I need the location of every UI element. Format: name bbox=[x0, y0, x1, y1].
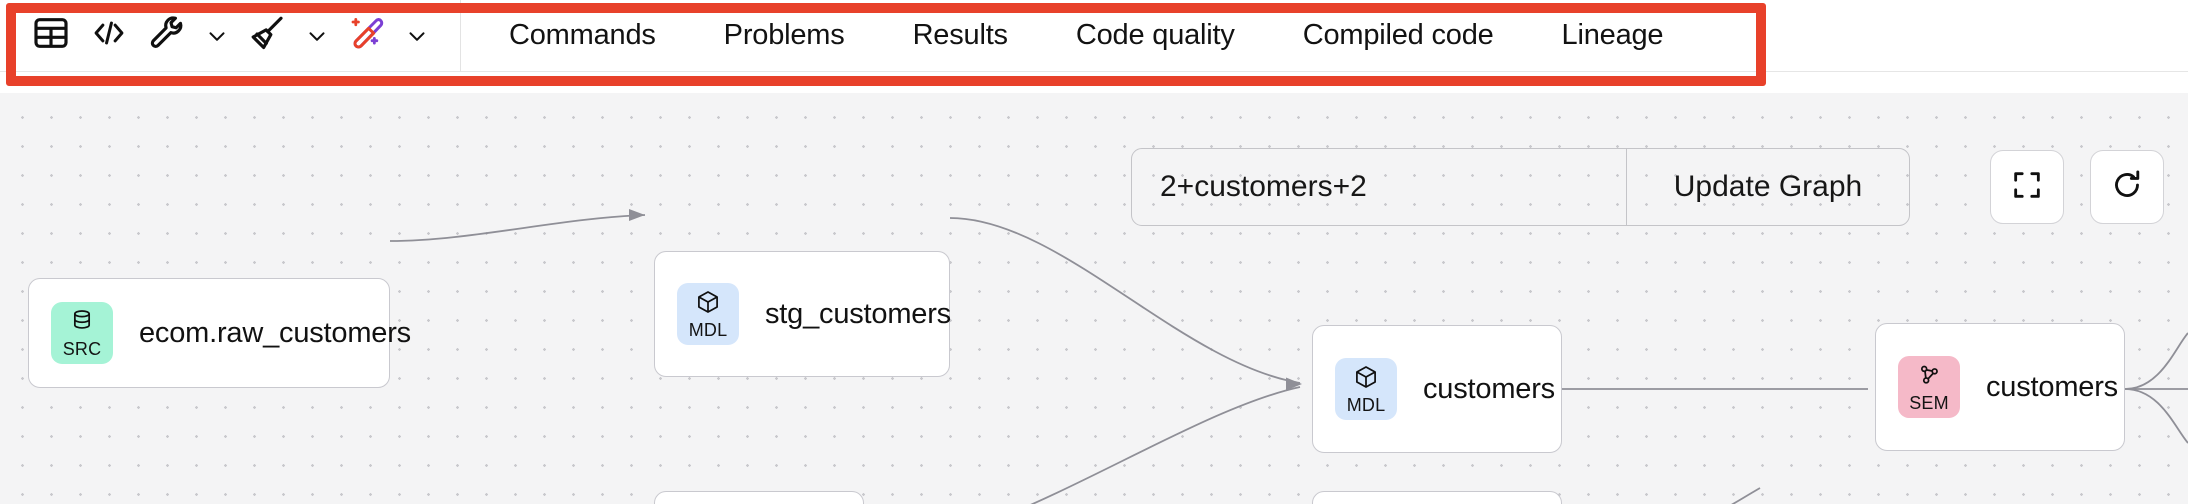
badge-label: MDL bbox=[1346, 395, 1386, 415]
database-icon bbox=[69, 308, 95, 339]
format-dropdown-button[interactable] bbox=[296, 9, 338, 63]
tab-problems[interactable]: Problems bbox=[723, 19, 845, 51]
lineage-canvas[interactable]: Update Graph bbox=[0, 93, 2188, 504]
update-graph-button[interactable]: Update Graph bbox=[1626, 149, 1909, 225]
tab-code-quality[interactable]: Code quality bbox=[1075, 19, 1235, 51]
code-icon bbox=[88, 12, 130, 59]
editor-toolbar: Commands Problems Results Code quality C… bbox=[0, 0, 2188, 72]
badge-label: SEM bbox=[1909, 393, 1949, 413]
ai-assist-button[interactable] bbox=[338, 9, 396, 63]
fullscreen-button[interactable] bbox=[1990, 150, 2064, 224]
magic-wand-icon bbox=[346, 12, 388, 59]
ai-assist-dropdown-button[interactable] bbox=[396, 9, 438, 63]
panel-tabs: Commands Problems Results Code quality C… bbox=[475, 0, 1697, 72]
lineage-node-partial-left[interactable] bbox=[654, 491, 864, 504]
node-label: ecom.raw_customers bbox=[139, 316, 411, 349]
wrench-icon bbox=[146, 12, 188, 59]
badge-sem: SEM bbox=[1898, 356, 1960, 418]
lineage-node-partial-right[interactable] bbox=[1312, 491, 1562, 504]
lineage-node-customers-semantic[interactable]: SEM customers bbox=[1875, 323, 2125, 451]
lineage-search-bar: Update Graph bbox=[1131, 148, 1910, 226]
toolbar-divider bbox=[460, 0, 461, 72]
tools-button[interactable] bbox=[138, 9, 196, 63]
search-input[interactable] bbox=[1132, 149, 1626, 225]
refresh-button[interactable] bbox=[2090, 150, 2164, 224]
table-view-button[interactable] bbox=[22, 9, 80, 63]
network-icon bbox=[1916, 362, 1942, 393]
tab-results[interactable]: Results bbox=[912, 19, 1009, 51]
code-button[interactable] bbox=[80, 9, 138, 63]
fullscreen-icon bbox=[2010, 168, 2044, 207]
cube-icon bbox=[1353, 364, 1379, 395]
table-view-icon bbox=[31, 13, 71, 58]
node-label: customers bbox=[1986, 370, 2118, 403]
node-label: stg_customers bbox=[765, 297, 951, 330]
badge-mdl: MDL bbox=[1335, 358, 1397, 420]
badge-label: MDL bbox=[688, 320, 728, 340]
broom-icon bbox=[246, 12, 288, 59]
tab-lineage[interactable]: Lineage bbox=[1561, 19, 1664, 51]
cube-icon bbox=[695, 289, 721, 320]
badge-label: SRC bbox=[62, 339, 102, 359]
lineage-node-customers-model[interactable]: MDL customers bbox=[1312, 325, 1562, 453]
lineage-node-stg-customers[interactable]: MDL stg_customers bbox=[654, 251, 951, 377]
tools-dropdown-button[interactable] bbox=[196, 9, 238, 63]
toolbar-tool-group bbox=[0, 0, 438, 72]
lineage-node-ecom-raw-customers[interactable]: SRC ecom.raw_customers bbox=[28, 278, 411, 388]
refresh-icon bbox=[2109, 167, 2145, 208]
badge-src: SRC bbox=[51, 302, 113, 364]
node-label: customers bbox=[1423, 372, 1555, 405]
tab-commands[interactable]: Commands bbox=[509, 19, 656, 51]
format-button[interactable] bbox=[238, 9, 296, 63]
badge-mdl: MDL bbox=[677, 283, 739, 345]
tab-compiled-code[interactable]: Compiled code bbox=[1302, 19, 1494, 51]
